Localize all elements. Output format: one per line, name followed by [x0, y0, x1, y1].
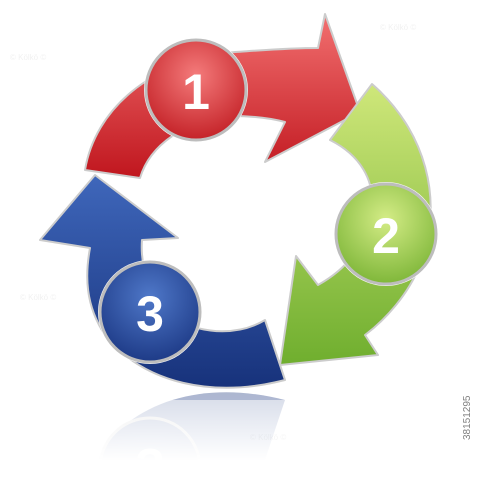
step-3-badge: 3 [98, 260, 202, 364]
step-2-number: 2 [372, 208, 400, 264]
step-2-badge: 2 [334, 182, 438, 286]
step-1-number: 1 [182, 64, 210, 120]
step-3-number: 3 [136, 286, 164, 342]
step-1-badge: 1 [144, 38, 248, 142]
svg-text:© Kölkö ©: © Kölkö © [10, 53, 46, 62]
svg-text:© Kölkö ©: © Kölkö © [380, 23, 416, 32]
svg-text:© Kölkö ©: © Kölkö © [20, 293, 56, 302]
stock-id: 38151295 [462, 395, 473, 440]
reflection: 3 [0, 392, 479, 500]
